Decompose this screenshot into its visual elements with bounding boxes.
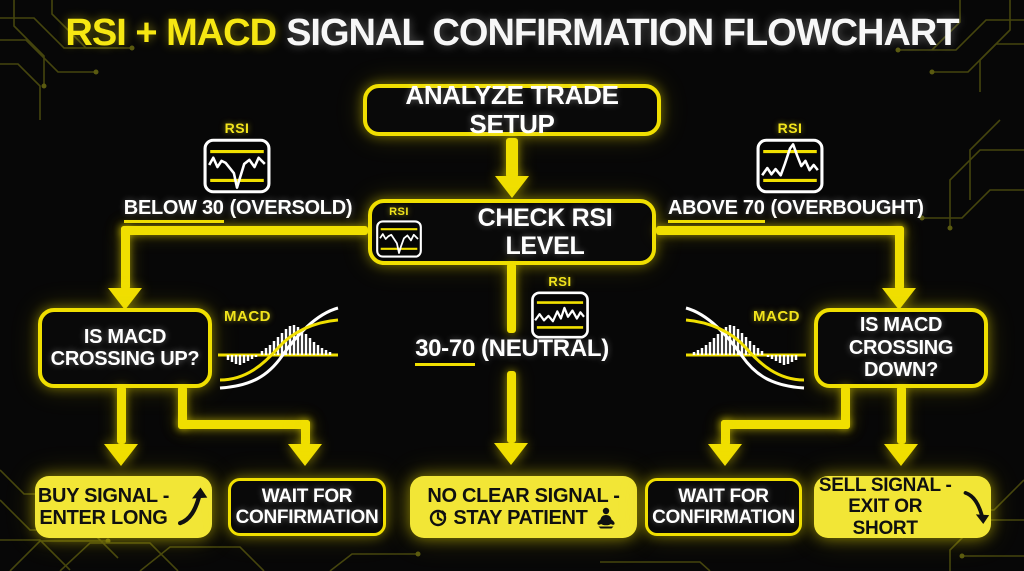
rsi-oversold-icon: RSI: [185, 120, 289, 194]
macd-icon-label: MACD: [224, 308, 271, 325]
meditation-icon: [596, 507, 615, 529]
node-label-line1: IS MACD: [859, 314, 943, 337]
connector-check-to-macd-up: [121, 226, 368, 235]
rsi-mini-chart-icon: [376, 220, 422, 258]
node-label-line2: ENTER LONG: [39, 507, 168, 529]
node-label-line1: BUY SIGNAL -: [37, 484, 170, 507]
rsi-neutral-icon: RSI: [524, 274, 596, 339]
node-label-line1: NO CLEAR SIGNAL -: [427, 484, 620, 507]
connector-macd-down-to-sell: [897, 386, 906, 444]
connector-macd-up-to-wait: [178, 420, 310, 429]
rsi-threshold-qualifier: (OVERSOLD): [229, 197, 353, 219]
arrowhead-down-icon: [708, 444, 742, 466]
title-rest: SIGNAL CONFIRMATION FLOWCHART: [286, 12, 960, 54]
node-wait-for-confirmation-left: WAIT FOR CONFIRMATION: [228, 478, 386, 536]
node-label-line2: STAY PATIENT: [453, 507, 588, 529]
node-label-line2: CROSSING UP?: [50, 348, 200, 370]
rsi-mini-chart-icon: [203, 138, 271, 194]
macd-mini-chart-icon: [218, 306, 339, 390]
rsi-mini-chart-icon: [531, 291, 589, 339]
macd-crossing-up-icon: MACD: [216, 300, 342, 392]
node-label-line1: WAIT FOR: [261, 485, 353, 507]
branch-label-oversold: BELOW 30(OVERSOLD): [118, 197, 358, 223]
macd-crossing-down-icon: MACD: [682, 300, 808, 392]
node-is-macd-crossing-up: IS MACD CROSSING UP?: [38, 308, 212, 388]
connector-macd-down-to-wait: [841, 386, 850, 429]
rsi-icon-label: RSI: [777, 120, 803, 136]
arrowhead-down-icon: [108, 288, 142, 310]
node-label-line2: EXIT OR SHORT: [848, 496, 923, 539]
node-is-macd-crossing-down: IS MACD CROSSING DOWN?: [814, 308, 988, 388]
node-label-line2: CROSSING DOWN?: [848, 336, 954, 382]
connector-check-to-neutral: [507, 263, 516, 333]
clock-icon: [430, 509, 447, 527]
connector-neutral-to-no-signal: [507, 371, 516, 443]
node-analyze-trade-setup: ANALYZE TRADE SETUP: [363, 79, 661, 139]
rsi-icon-label: RSI: [224, 120, 250, 136]
arrowhead-down-icon: [288, 444, 322, 466]
up-trend-arrow-icon: [178, 487, 208, 526]
node-label: ANALYZE TRADE SETUP: [405, 79, 619, 139]
macd-mini-chart-icon: [685, 306, 806, 390]
connector-macd-up-to-wait: [178, 386, 187, 429]
connector-check-to-macd-down: [656, 226, 904, 235]
node-label-line1: SELL SIGNAL -: [818, 475, 952, 497]
node-label-line2: CONFIRMATION: [652, 507, 795, 528]
arrowhead-down-icon: [495, 176, 529, 198]
connector-check-to-macd-up: [121, 226, 130, 290]
node-label: CHECK RSI LEVEL: [477, 204, 613, 260]
connector-macd-up-to-buy: [117, 386, 126, 444]
arrowhead-down-icon: [884, 444, 918, 466]
node-label-line2: CONFIRMATION: [235, 507, 379, 528]
node-sell-signal: SELL SIGNAL - EXIT OR SHORT: [814, 475, 991, 539]
rsi-overbought-icon: RSI: [738, 120, 842, 194]
rsi-icon-label: RSI: [389, 206, 409, 219]
node-buy-signal: BUY SIGNAL - ENTER LONG: [35, 476, 212, 538]
down-trend-arrow-icon: [963, 491, 990, 525]
arrowhead-down-icon: [494, 443, 528, 465]
node-label-line1: IS MACD: [83, 325, 167, 348]
arrowhead-down-icon: [882, 288, 916, 310]
rsi-threshold-value: BELOW 30: [123, 197, 224, 223]
branch-label-neutral: 30-70(NEUTRAL): [400, 335, 624, 366]
rsi-threshold-qualifier: (OVERBOUGHT): [770, 197, 924, 219]
rsi-threshold-value: 30-70: [415, 335, 475, 366]
rsi-mini-chart-icon: [756, 138, 824, 194]
node-no-clear-signal: NO CLEAR SIGNAL - STAY PATIENT: [410, 476, 637, 538]
arrowhead-down-icon: [104, 444, 138, 466]
node-label-line1: WAIT FOR: [678, 485, 769, 507]
rsi-chart-icon: RSI: [372, 206, 426, 258]
connector-check-to-macd-down: [895, 226, 904, 290]
connector-macd-up-to-wait: [301, 420, 310, 446]
rsi-threshold-value: ABOVE 70: [668, 197, 765, 223]
branch-label-overbought: ABOVE 70(OVERBOUGHT): [668, 197, 924, 223]
macd-icon-label: MACD: [753, 308, 800, 325]
node-wait-for-confirmation-right: WAIT FOR CONFIRMATION: [645, 478, 802, 536]
connector-macd-down-to-wait: [721, 420, 850, 429]
node-check-rsi-level: RSI CHECK RSI LEVEL: [368, 199, 656, 265]
connector-macd-down-to-wait: [721, 420, 730, 446]
connector-start-to-check: [506, 138, 518, 178]
rsi-threshold-qualifier: (NEUTRAL): [480, 335, 609, 362]
title-accent: RSI + MACD: [65, 12, 277, 54]
rsi-icon-label: RSI: [548, 274, 572, 289]
